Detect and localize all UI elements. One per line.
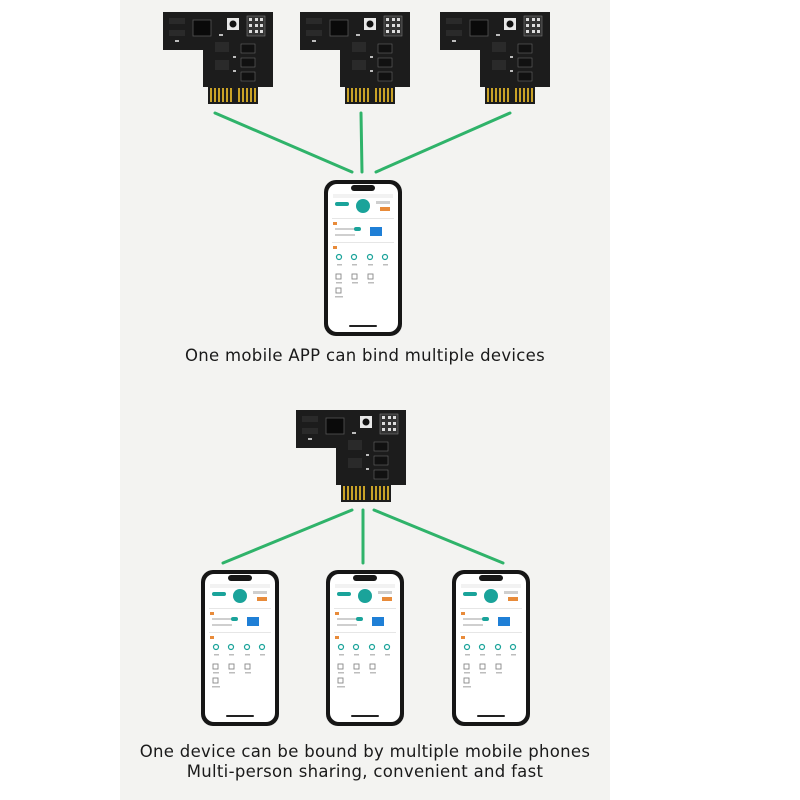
caption-one-app-multiple-devices: One mobile APP can bind multiple devices: [184, 346, 545, 365]
line-board-to-phone1: [221, 508, 354, 565]
smartphone-2: [326, 570, 404, 726]
line-board2-to-phone: [359, 111, 364, 174]
smartphone-3: [452, 570, 530, 726]
caption-multi-person-sharing: Multi-person sharing, convenient and fas…: [186, 762, 544, 781]
smartphone-app: [324, 180, 402, 336]
line-board1-to-phone: [213, 111, 354, 174]
smartphone-1: [201, 570, 279, 726]
caption-one-device-multiple-phones: One device can be bound by multiple mobi…: [139, 742, 591, 761]
relay-board-shared: [296, 410, 406, 503]
line-board3-to-phone: [374, 111, 512, 174]
relay-board-3: [440, 12, 550, 105]
relay-board-2: [300, 12, 410, 105]
relay-board-1: [163, 12, 273, 105]
line-board-to-phone3: [372, 508, 505, 565]
